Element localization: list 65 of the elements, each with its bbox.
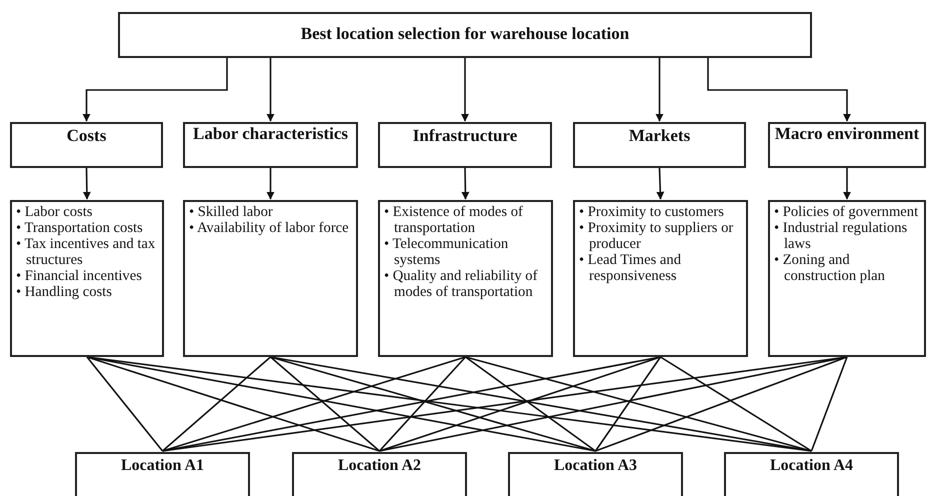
connector-line <box>162 356 466 452</box>
connector-line <box>595 356 848 452</box>
location-box <box>724 452 899 496</box>
title-box <box>118 12 812 58</box>
location-box <box>75 452 250 496</box>
criteria-box <box>768 200 926 357</box>
arrow <box>843 168 851 200</box>
category-box <box>183 122 358 168</box>
connector-line <box>86 356 380 452</box>
connector-line <box>86 356 164 452</box>
category-box <box>10 122 163 168</box>
diagram-heading: Best location selection for warehouse location <box>300 23 630 42</box>
connector-line <box>378 356 466 452</box>
category-label: Labor characteristics <box>192 124 349 142</box>
bullet-item: • Skilled labor <box>189 204 274 220</box>
bullet-item: • Quality and reliability of modes of transportation <box>384 268 538 300</box>
bullet-item: • Financial incentives <box>16 268 143 284</box>
category-label: Costs <box>66 125 108 144</box>
connector-line <box>162 356 272 452</box>
criteria-box <box>378 200 553 357</box>
bullet-item: • Proximity to suppliers or producer <box>579 220 734 252</box>
criteria-box <box>10 200 164 357</box>
location-label: Location A1 <box>120 456 206 474</box>
bullet-item: • Tax incentives and tax structures <box>16 236 156 268</box>
bullet-item: • Handling costs <box>16 284 113 300</box>
location-box <box>508 452 683 496</box>
arrow <box>707 58 851 122</box>
bullet-item: • Policies of government <box>774 204 920 220</box>
bullet-item: • Industrial regulations laws <box>774 220 908 252</box>
connector-line <box>594 356 662 452</box>
arrow <box>266 58 274 122</box>
category-box <box>573 122 746 168</box>
arrow <box>656 58 664 122</box>
connector-line <box>465 356 596 452</box>
criteria-box <box>183 200 358 357</box>
connector-line <box>379 356 661 452</box>
location-label: Location A4 <box>768 456 854 474</box>
connector-line <box>660 356 812 452</box>
category-label: Infrastructure <box>412 125 518 144</box>
arrow <box>82 168 91 200</box>
arrow <box>656 168 664 200</box>
arrow <box>266 168 274 200</box>
category-box <box>378 122 552 168</box>
bullet-item: • Telecommunication systems <box>384 236 510 268</box>
location-label: Location A3 <box>552 456 638 474</box>
connector-line <box>810 356 848 452</box>
arrow <box>82 58 228 122</box>
category-label: Macro environment <box>774 124 920 142</box>
connector-line <box>270 356 596 452</box>
bullet-item: • Proximity to customers <box>579 204 725 220</box>
bullet-item: • Zoning and construction plan <box>774 252 886 284</box>
category-box <box>768 122 926 168</box>
location-box <box>292 452 467 496</box>
arrow <box>461 168 470 200</box>
bullet-item: • Lead Times and responsiveness <box>579 252 682 284</box>
arrow <box>461 58 469 122</box>
location-label: Location A2 <box>336 456 422 474</box>
bullet-item: • Existence of modes of transportation <box>384 204 524 236</box>
bullet-item: • Transportation costs <box>16 220 144 236</box>
connector-line <box>465 356 812 452</box>
criteria-box <box>573 200 748 357</box>
bullet-item: • Availability of labor force <box>189 220 350 236</box>
category-label: Markets <box>628 125 692 144</box>
bullet-item: • Labor costs <box>16 204 94 220</box>
connector-line <box>270 356 380 452</box>
